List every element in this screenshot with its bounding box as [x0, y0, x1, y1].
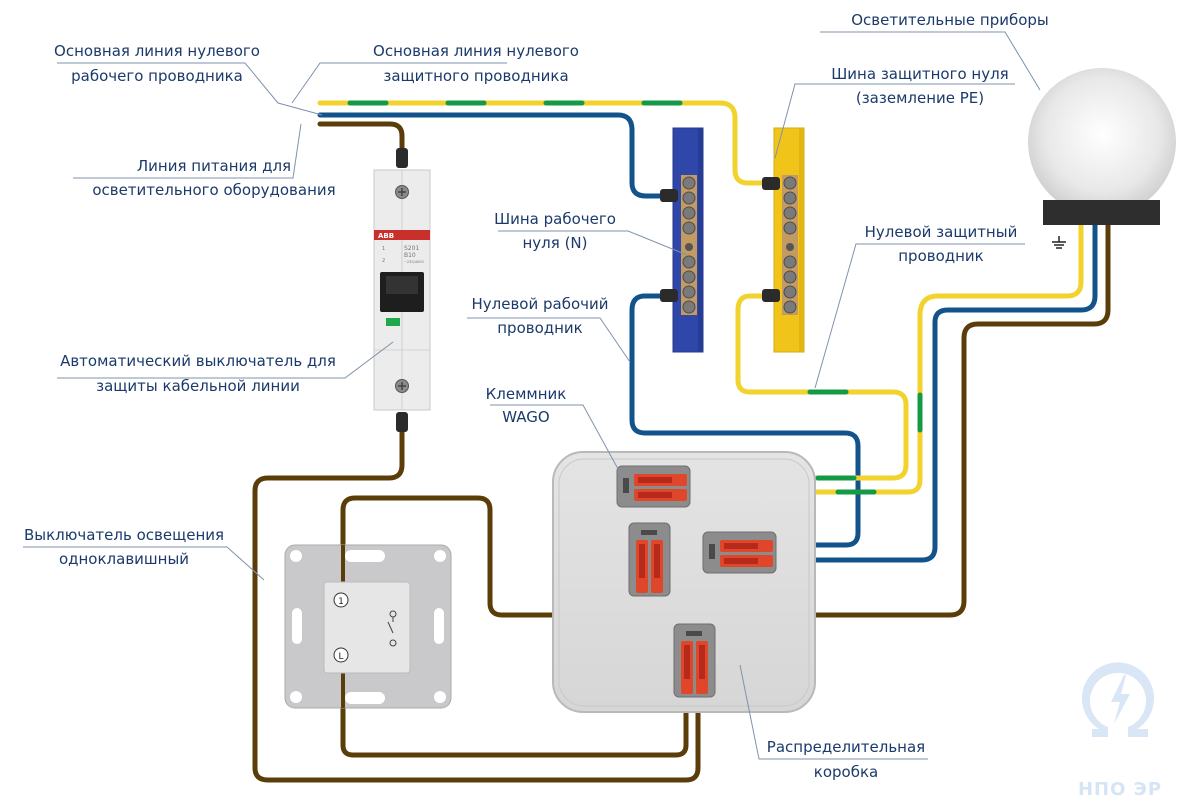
pe-busbar [762, 127, 805, 353]
bus-screw-icon [682, 191, 696, 205]
label-main-pe: Основная линия нулевого защитного провод… [291, 42, 579, 104]
bus-screw-icon [682, 255, 696, 269]
wire-main-pe [317, 100, 773, 186]
svg-text:одноклавишный: одноклавишный [59, 550, 189, 568]
svg-text:1: 1 [382, 246, 385, 252]
bus-screw-icon [783, 191, 797, 205]
wire-supply-phase [317, 121, 405, 153]
label-pe-bus: Шина защитного нуля (заземление PE) [774, 65, 1015, 159]
svg-text:L: L [338, 652, 343, 662]
bus-center-hole [685, 243, 693, 251]
bus-screw-icon [682, 206, 696, 220]
svg-text:2: 2 [382, 258, 385, 264]
bus-screw-icon [783, 255, 797, 269]
svg-text:WAGO: WAGO [502, 408, 549, 426]
svg-text:Нулевой защитный: Нулевой защитный [865, 223, 1018, 241]
wago-connector-neutral[interactable] [702, 531, 777, 574]
svg-text:1: 1 [338, 597, 344, 607]
wago-connector-phase-1[interactable] [628, 522, 671, 597]
bus-screw-icon [783, 300, 797, 314]
wago-connector-pe[interactable] [616, 465, 691, 508]
svg-text:проводник: проводник [898, 247, 984, 265]
circuit-breaker[interactable]: ABB 1 2 S201 B10 ~230/400V [373, 148, 431, 432]
svg-text:рабочего проводника: рабочего проводника [71, 67, 243, 85]
label-wago: Клеммник WAGO [486, 385, 624, 479]
bus-screw-icon [682, 270, 696, 284]
label-breaker: Автоматический выключатель для защиты ка… [57, 341, 394, 395]
svg-text:проводник: проводник [497, 319, 583, 337]
label-main-neutral: Основная линия нулевого рабочего проводн… [54, 42, 323, 116]
bus-screw-icon [682, 300, 696, 314]
svg-text:Основная линия нулевого: Основная линия нулевого [54, 42, 260, 60]
svg-text:Нулевой рабочий: Нулевой рабочий [471, 295, 608, 313]
breaker-voltage: ~230/400V [404, 260, 424, 264]
svg-text:Выключатель освещения: Выключатель освещения [24, 526, 224, 544]
bus-screw-icon [783, 221, 797, 235]
svg-text:Шина защитного нуля: Шина защитного нуля [831, 65, 1008, 83]
svg-text:(заземление PE): (заземление PE) [856, 89, 984, 107]
svg-text:Клеммник: Клеммник [486, 385, 567, 403]
label-pe-conductor: Нулевой защитный проводник [814, 223, 1025, 389]
switch-symbol-icon [387, 610, 397, 647]
svg-text:осветительного оборудования: осветительного оборудования [92, 181, 335, 199]
label-supply-line: Линия питания для осветительного оборудо… [73, 123, 336, 199]
svg-text:защиты кабельной линии: защиты кабельной линии [96, 377, 300, 395]
lightning-icon [1111, 675, 1130, 724]
logo-text: НПО ЭР [1078, 779, 1162, 800]
label-luminaires: Осветительные приборы [820, 11, 1049, 91]
label-neutral-conductor: Нулевой рабочий проводник [467, 295, 631, 363]
wire-neutral-to-lamp [772, 217, 1098, 563]
light-switch[interactable]: 1 L [284, 544, 452, 709]
brand-label: ABB [378, 232, 394, 240]
bus-center-hole [786, 243, 794, 251]
bus-screw-icon [682, 285, 696, 299]
svg-text:нуля (N): нуля (N) [523, 234, 588, 252]
svg-text:Линия питания для: Линия питания для [137, 157, 291, 175]
label-switch: Выключатель освещения одноклавишный [23, 526, 265, 581]
wago-connector-phase-2[interactable] [673, 623, 716, 698]
svg-text:Автоматический выключатель для: Автоматический выключатель для [60, 352, 336, 370]
bus-screw-icon [783, 206, 797, 220]
brand-strip [374, 230, 430, 240]
label-junction-box: Распределительная коробка [739, 664, 928, 781]
breaker-rating: B10 [404, 252, 416, 259]
breaker-model: S201 [404, 245, 419, 252]
bus-screw-icon [783, 285, 797, 299]
wire-main-neutral [317, 112, 668, 199]
label-neutral-bus: Шина рабочего нуля (N) [494, 210, 688, 256]
wire-breaker-to-switch [252, 427, 701, 783]
wire-neutral-to-wago [629, 293, 861, 548]
lamp-fixture [1028, 68, 1176, 249]
svg-text:Шина рабочего: Шина рабочего [494, 210, 616, 228]
svg-text:Осветительные приборы: Осветительные приборы [851, 11, 1049, 29]
screw-icon [394, 184, 410, 200]
neutral-busbar [660, 127, 704, 353]
bus-screw-icon [783, 176, 797, 190]
company-logo: НПО ЭР [1078, 662, 1162, 800]
screw-icon [394, 378, 410, 394]
svg-text:коробка: коробка [814, 763, 878, 781]
status-indicator [386, 318, 400, 326]
wire-switch-to-box [340, 677, 689, 758]
bus-screw-icon [682, 221, 696, 235]
svg-text:Распределительная: Распределительная [767, 738, 925, 756]
junction-box [552, 451, 816, 713]
svg-text:Основная линия нулевого: Основная линия нулевого [373, 42, 579, 60]
bus-screw-icon [783, 270, 797, 284]
ground-icon [1052, 236, 1066, 249]
bus-screw-icon [682, 176, 696, 190]
svg-text:защитного проводника: защитного проводника [383, 67, 568, 85]
